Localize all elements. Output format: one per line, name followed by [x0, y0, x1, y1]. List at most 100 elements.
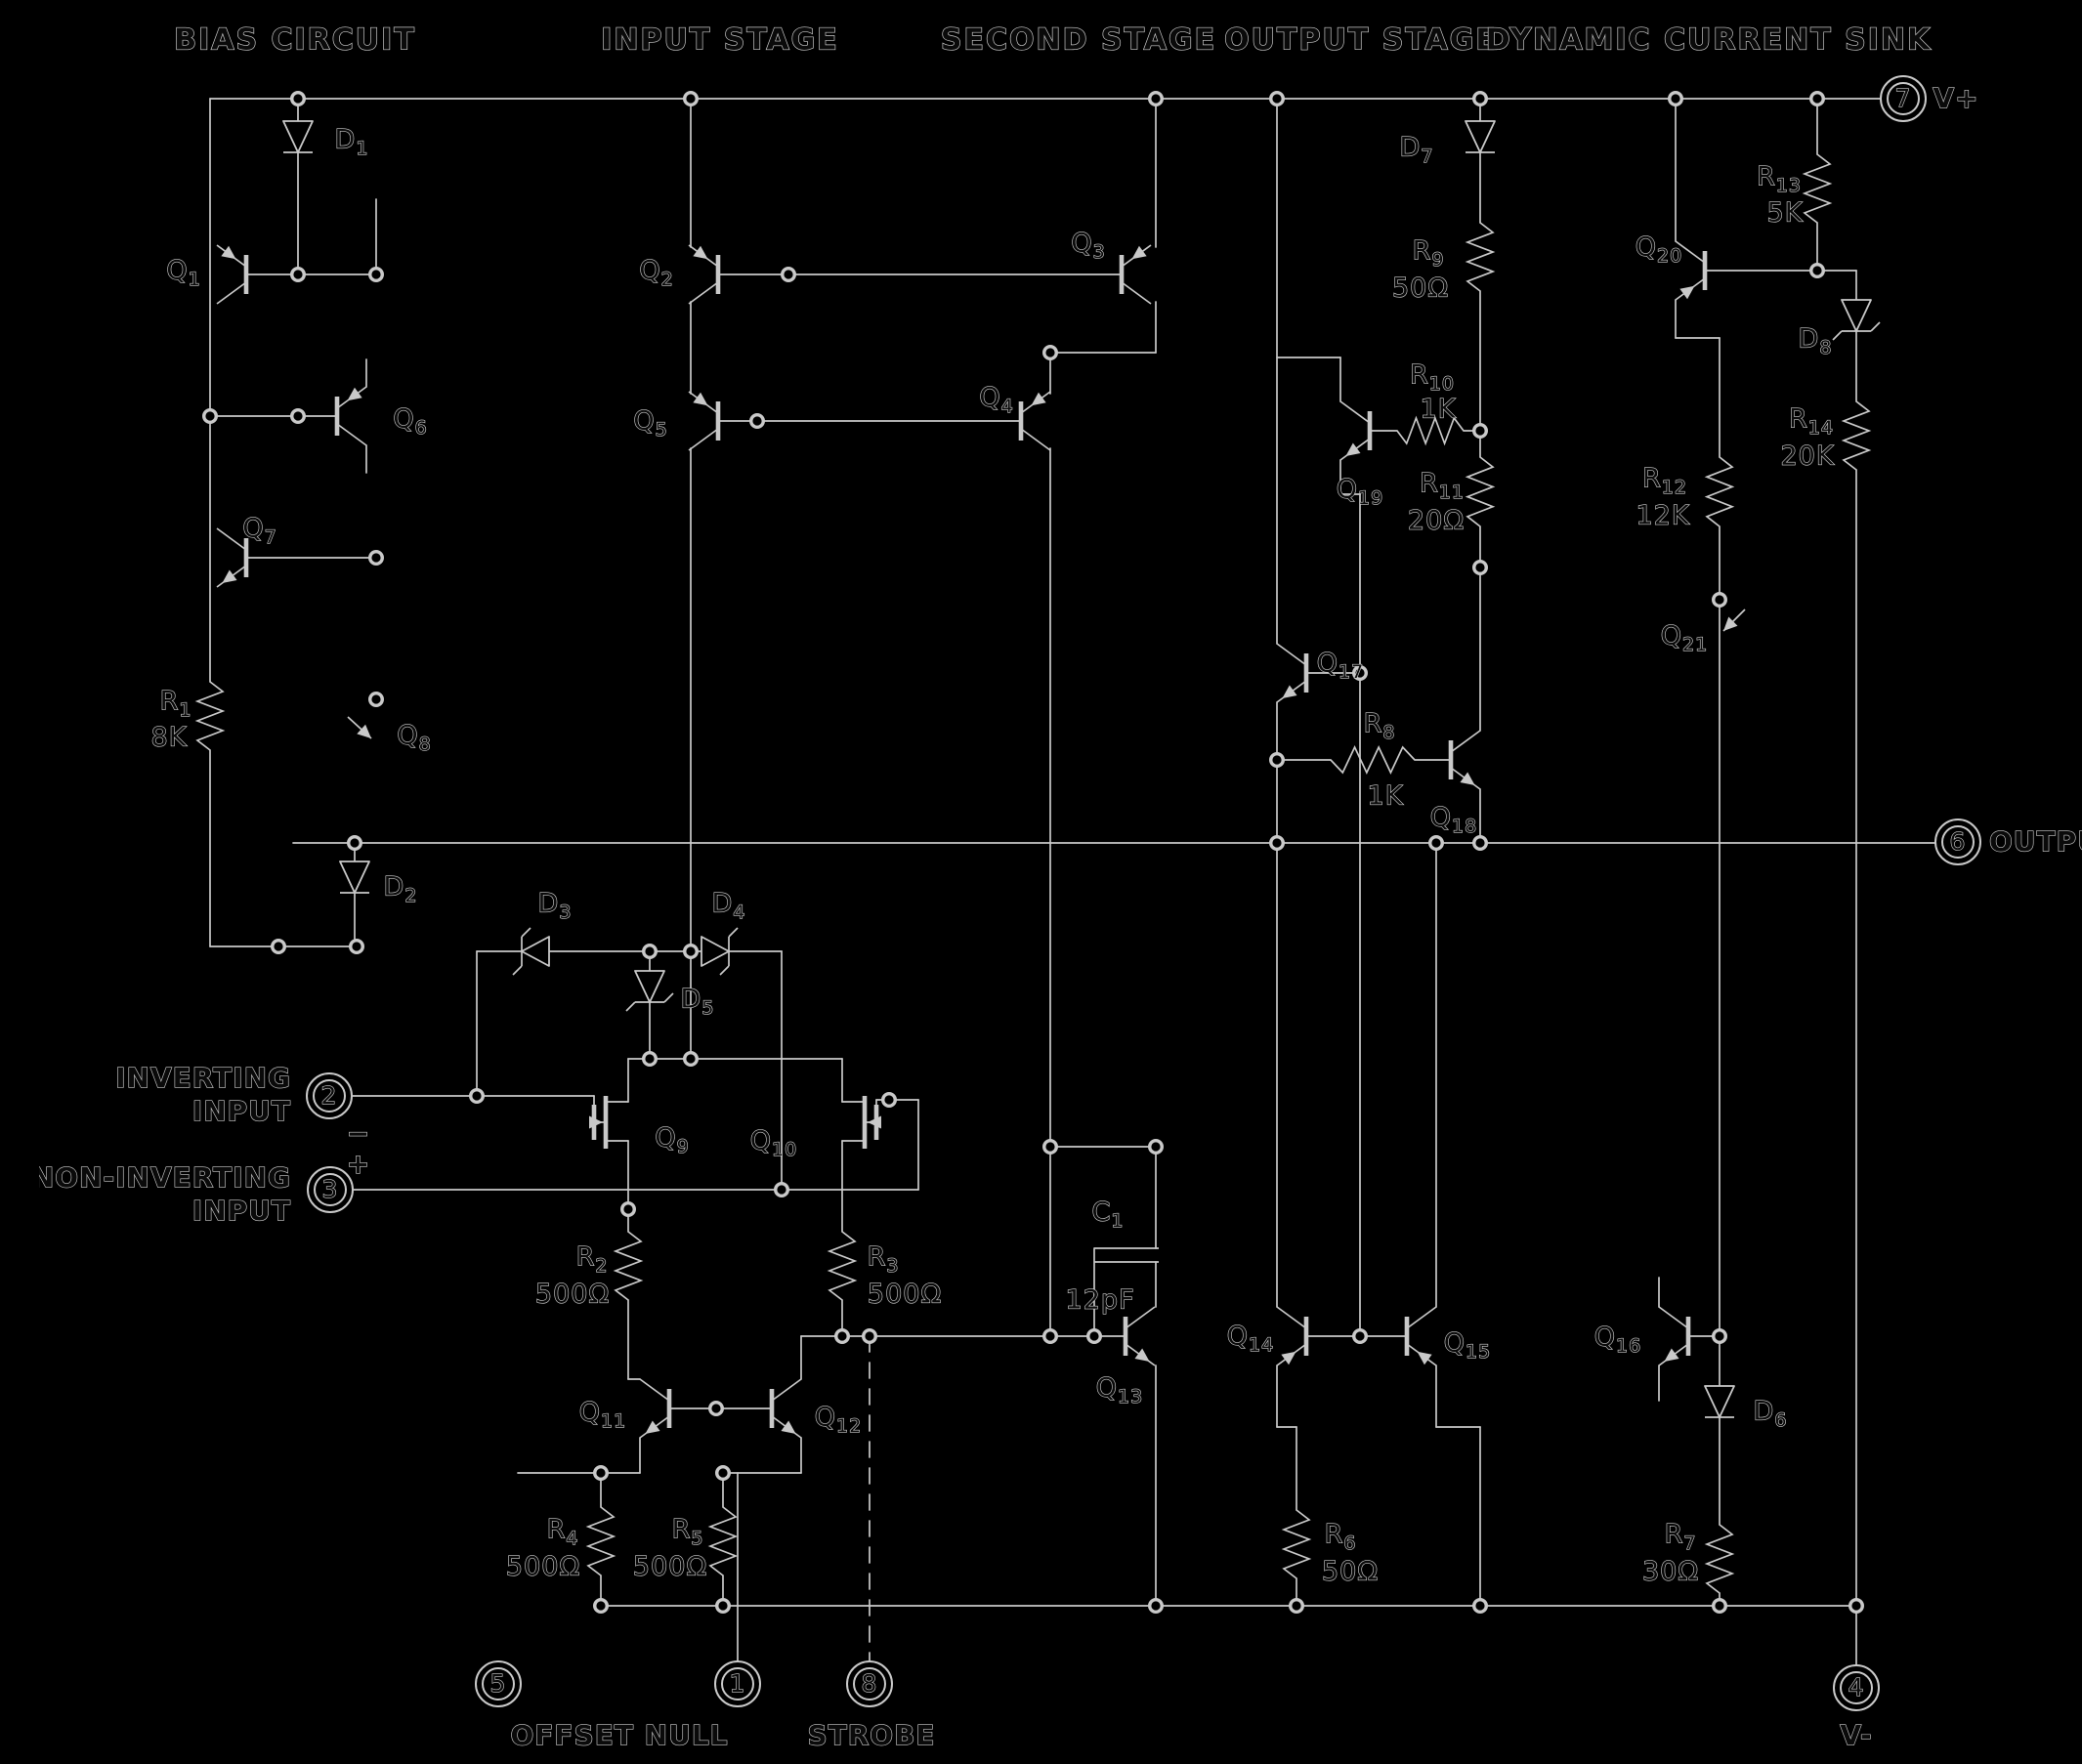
junction-dot: [1351, 1327, 1368, 1344]
resistor-value-R11: 20Ω: [1408, 506, 1465, 536]
text-label: −: [347, 1117, 370, 1150]
junction-dot: [774, 1181, 790, 1197]
resistor-body: [613, 1231, 644, 1301]
resistor-value-R2: 500Ω: [535, 1280, 610, 1310]
upper-lead: [1276, 643, 1307, 666]
resistor-label-R9: R9: [1413, 236, 1445, 271]
upper-lead: [1450, 730, 1481, 753]
transistor-label-Q15: Q15: [1444, 1328, 1491, 1363]
junction-dot: [349, 939, 365, 955]
pin-inner-circle: [1887, 82, 1920, 115]
pin-2: [306, 1072, 353, 1119]
pin-number: 5: [490, 1669, 507, 1698]
resistor-R7: [1704, 1524, 1735, 1594]
junction-dot: [290, 408, 307, 425]
transistor-Q6: [334, 386, 367, 446]
text-label: OUTPUT: [1989, 825, 2082, 858]
resistor-value-R8: 1K: [1368, 781, 1404, 812]
zener-tick: [512, 965, 523, 976]
arrowhead: [589, 1115, 603, 1129]
text-label: V-: [1840, 1719, 1872, 1748]
junction-dot: [270, 939, 286, 955]
junction-dot: [347, 835, 363, 852]
transistor-Q14: [1276, 1306, 1309, 1366]
lower-lead: [216, 281, 247, 305]
transistor-Q18: [1448, 730, 1481, 790]
arrowhead: [1664, 1348, 1679, 1363]
resistor-value-R10: 1K: [1421, 395, 1457, 425]
diode-triangle: [521, 936, 550, 967]
junction-dot: [1041, 345, 1058, 361]
diode-D4: [701, 927, 739, 976]
resistor-R3: [827, 1231, 858, 1301]
arrowhead: [1460, 772, 1475, 786]
transistor-Q13: [1123, 1306, 1156, 1366]
junction-dot: [683, 90, 700, 106]
zener-tick: [663, 992, 674, 1003]
transistor-Q5: [688, 391, 721, 451]
upper-lead: [1406, 1306, 1437, 1329]
resistor-value-R14: 20K: [1780, 441, 1834, 472]
section-header: SECOND STAGE: [941, 23, 1216, 58]
resistor-label-R4: R4: [547, 1515, 579, 1549]
pin-4: [1833, 1664, 1880, 1711]
resistor-R12: [1704, 456, 1735, 527]
junction-dot: [1711, 592, 1727, 609]
zener-tick: [719, 965, 730, 976]
pin-number: 7: [1895, 84, 1912, 112]
section-header: BIAS CIRCUIT: [174, 23, 416, 58]
junction-dot: [368, 692, 385, 708]
upper-lead: [1658, 1306, 1689, 1329]
pin-number: 8: [862, 1669, 878, 1698]
junction-dot: [1667, 90, 1683, 106]
transistor-Q2: [688, 244, 721, 305]
resistor-label-R5: R5: [672, 1515, 704, 1549]
junction-dot: [1471, 423, 1488, 440]
resistor-R1: [194, 681, 226, 751]
pin-inner-circle: [721, 1667, 754, 1701]
junction-dot: [1041, 1327, 1058, 1344]
diode-triangle: [282, 120, 314, 153]
junction-dot: [834, 1327, 851, 1344]
transistor-Q1: [216, 244, 249, 305]
junction-dot: [781, 267, 797, 283]
junction-dot: [683, 944, 700, 960]
junction-dot: [290, 90, 307, 106]
resistor-value-R6: 50Ω: [1322, 1557, 1379, 1587]
pin-inner-circle: [1941, 825, 1975, 859]
resistor-R5: [707, 1506, 739, 1576]
resistor-value-R13: 5K: [1767, 198, 1804, 229]
arrowhead: [693, 245, 708, 260]
junction-dot: [1268, 835, 1285, 852]
diode-triangle: [1841, 299, 1872, 332]
resistor-body: [1396, 415, 1465, 446]
junction-dot: [715, 1464, 732, 1481]
resistor-R8: [1330, 745, 1416, 775]
transistor-Q16: [1658, 1306, 1691, 1366]
resistor-R2: [613, 1231, 644, 1301]
zener-tick: [625, 1001, 636, 1012]
resistor-body: [827, 1231, 858, 1301]
transistor-Q15: [1404, 1306, 1437, 1366]
text-label: NON-INVERTING: [39, 1161, 291, 1194]
arrowhead: [1282, 685, 1297, 699]
junction-dot: [881, 1091, 898, 1108]
text-label: STROBE: [807, 1719, 935, 1748]
pin-8: [846, 1660, 893, 1707]
resistor-R14: [1841, 400, 1872, 471]
transistor-label-Q4: Q4: [979, 383, 1013, 417]
pin-6: [1934, 819, 1981, 865]
resistor-value-R4: 500Ω: [506, 1552, 580, 1582]
diode-triangle: [1704, 1385, 1735, 1418]
upper-lead: [771, 1378, 802, 1402]
diode-label-D4: D4: [712, 889, 746, 923]
transistor-Q21: [1722, 609, 1746, 632]
resistor-body: [707, 1506, 739, 1576]
lower-lead: [1121, 281, 1152, 305]
transistor-Q12: [769, 1378, 802, 1439]
transistor-Q7: [216, 527, 249, 588]
section-header: OUTPUT STAGE: [1224, 23, 1498, 58]
resistor-R10: [1396, 415, 1465, 446]
junction-dot: [1268, 752, 1285, 769]
lower-lead: [336, 423, 367, 446]
